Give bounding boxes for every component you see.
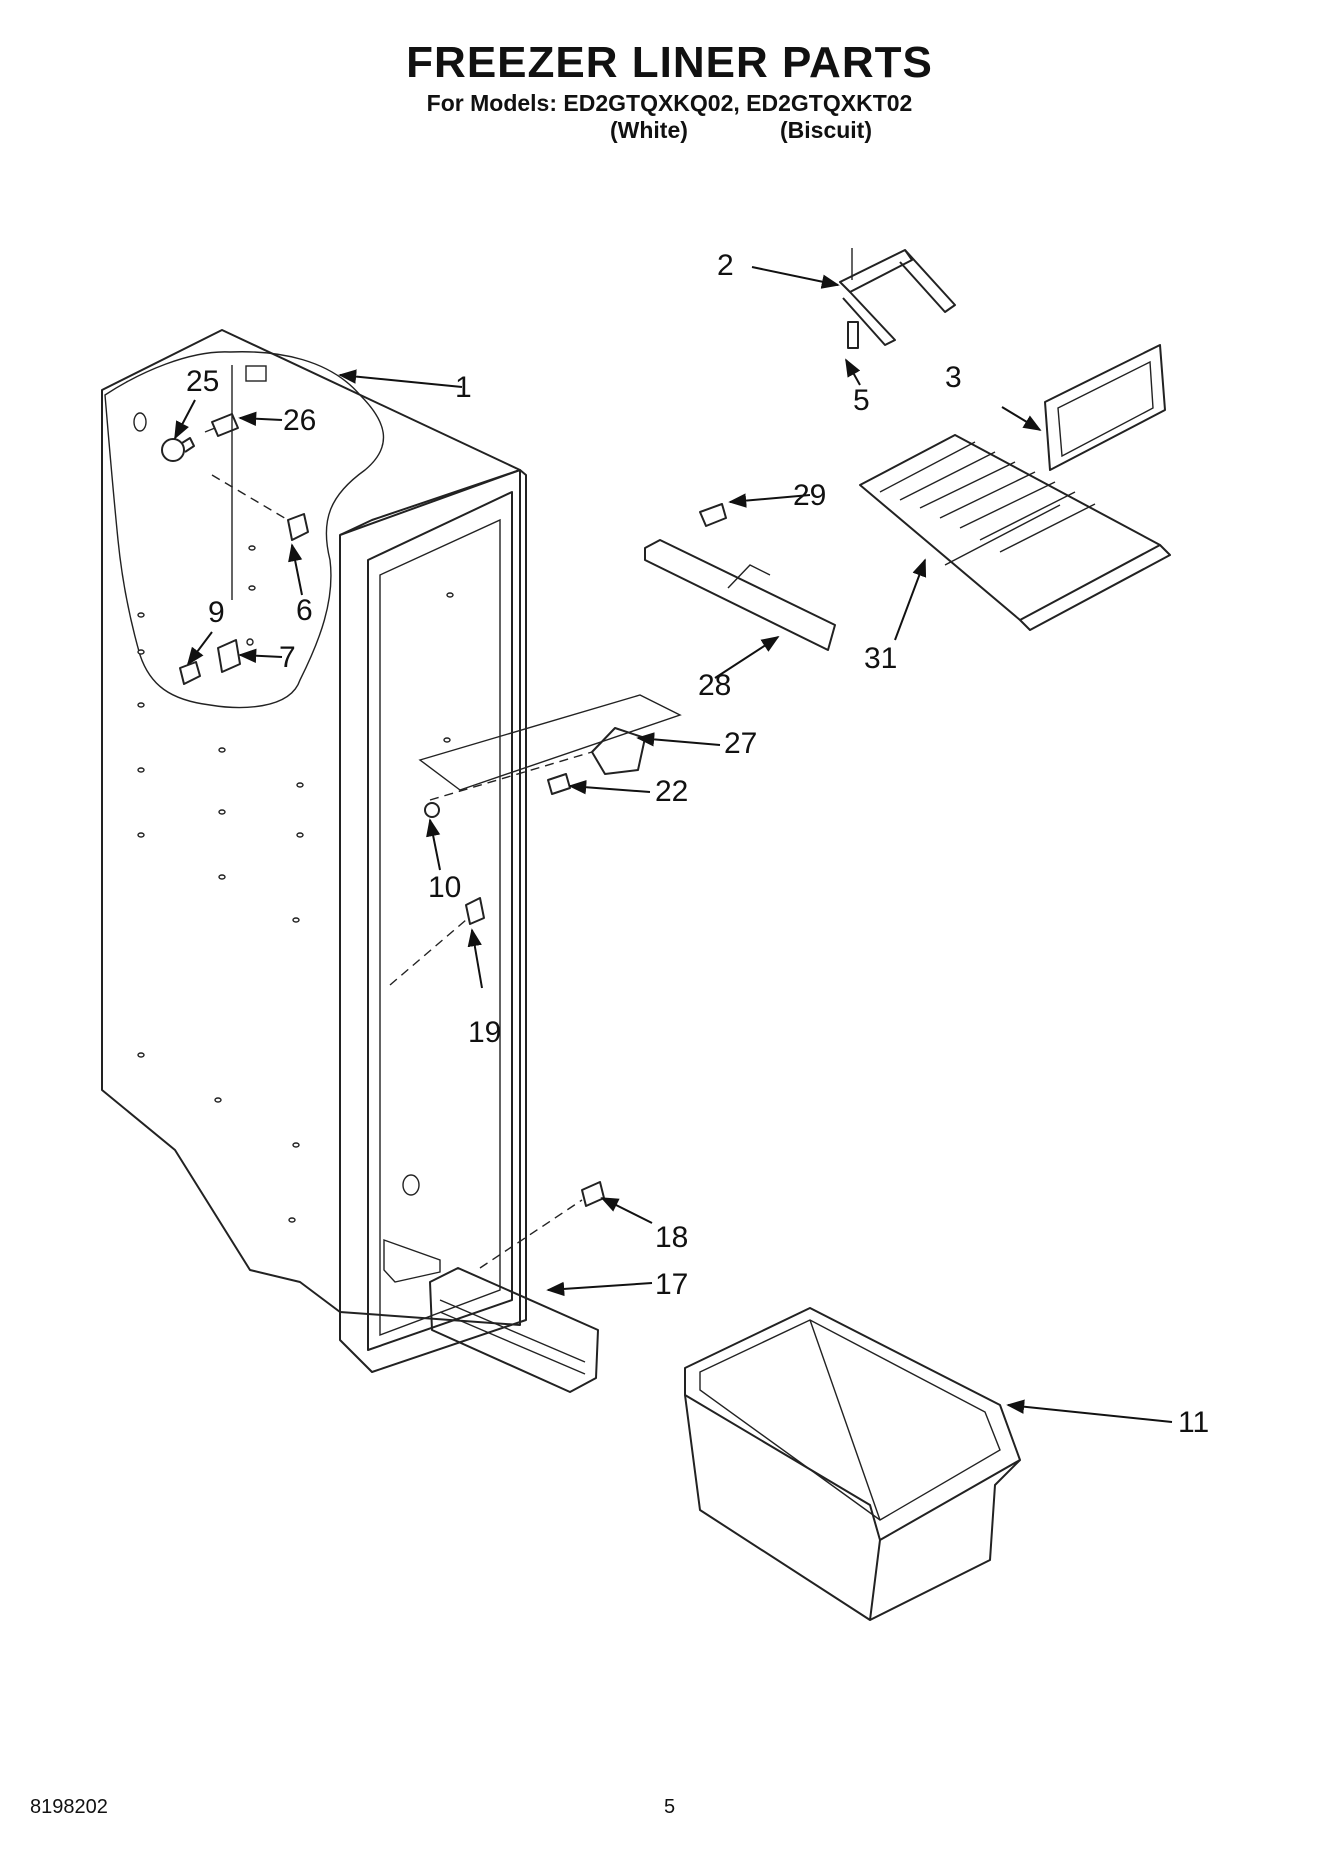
models-line: For Models: ED2GTQXKQ02, ED2GTQXKT02 (426, 90, 913, 116)
shelf-bracket (839, 248, 956, 346)
liner-holes (133, 412, 454, 1223)
callout-5: 5 (853, 384, 870, 417)
callout-28: 28 (698, 669, 731, 702)
callout-7: 7 (279, 641, 296, 674)
variant-white: (White) (610, 117, 688, 143)
shelf-support (591, 727, 646, 775)
callout-2: 2 (717, 249, 734, 282)
callout-9: 9 (208, 596, 225, 629)
callout-6: 6 (296, 594, 313, 627)
screw-18 (581, 1181, 605, 1207)
bracket-19 (465, 897, 485, 925)
callout-19: 19 (468, 1016, 501, 1049)
glass-panel (1044, 344, 1166, 471)
callout-22: 22 (655, 775, 688, 808)
screw-29 (699, 503, 727, 527)
callout-10: 10 (428, 871, 461, 904)
light-bulb (161, 437, 195, 462)
freezer-liner (101, 329, 527, 1373)
callout-17: 17 (655, 1268, 688, 1301)
variant-biscuit: (Biscuit) (780, 117, 872, 143)
wire-shelf (859, 434, 1171, 631)
plug-10 (424, 802, 440, 818)
page-number: 5 (664, 1796, 676, 1818)
callout-26: 26 (283, 404, 316, 437)
callout-11: 11 (1178, 1406, 1209, 1439)
shelf-rail (644, 539, 836, 651)
callout-27: 27 (724, 727, 757, 760)
page-title: FREEZER LINER PARTS (406, 38, 933, 87)
screw-5 (847, 321, 859, 349)
screw-22 (547, 773, 571, 795)
light-socket (204, 413, 239, 437)
callout-29: 29 (793, 479, 826, 512)
ice-bin (684, 1307, 1021, 1621)
callout-31: 31 (864, 642, 897, 675)
callout-1: 1 (455, 371, 472, 404)
callout-25: 25 (186, 365, 219, 398)
leader-arrows (174, 266, 1173, 1423)
callout-3: 3 (945, 361, 962, 394)
clip-part (287, 513, 309, 541)
doc-number: 8198202 (30, 1796, 108, 1818)
callout-18: 18 (655, 1221, 688, 1254)
grille-17 (429, 1267, 599, 1393)
